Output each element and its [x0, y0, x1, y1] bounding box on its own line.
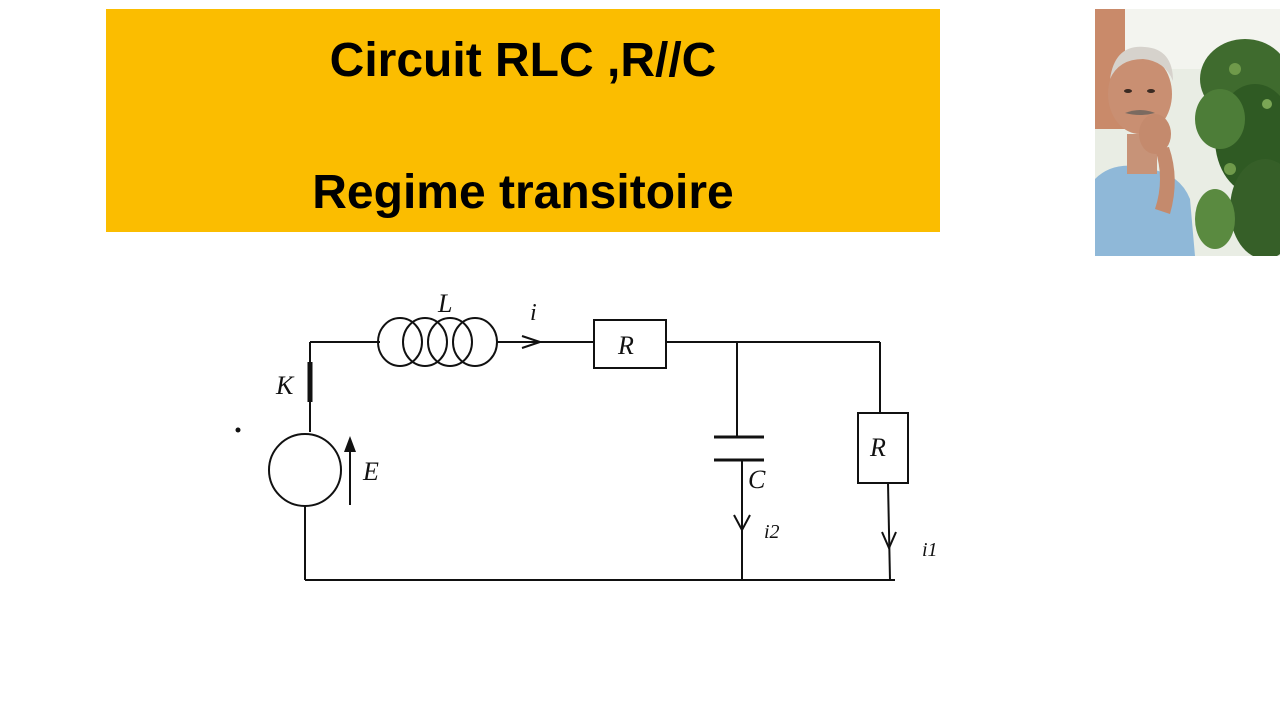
voltage-source-symbol — [268, 433, 342, 507]
label-current-i: i — [530, 300, 537, 326]
current-i-arrow — [521, 335, 544, 349]
resistor-parallel-symbol — [857, 412, 909, 484]
title-line-1: Circuit RLC ,R//C — [329, 34, 717, 87]
title-banner: Circuit RLC ,R//C Regime transitoire — [106, 9, 940, 232]
stray-dot — [235, 427, 241, 433]
label-inductor: L — [437, 289, 452, 318]
source-arrow-head — [344, 436, 356, 452]
label-source: E — [362, 457, 379, 486]
label-resistor-series: R — [617, 331, 634, 360]
presenter-photo — [1095, 9, 1280, 256]
label-current-i1: i1 — [922, 539, 938, 561]
label-switch: K — [275, 371, 295, 400]
label-resistor-parallel: R — [869, 433, 886, 462]
label-current-i2: i2 — [764, 521, 780, 543]
resistor-series-symbol — [593, 319, 667, 369]
current-i1-arrow — [881, 531, 897, 551]
presenter-photo-image — [1095, 9, 1280, 256]
label-capacitor: C — [748, 465, 766, 494]
wire-res-lower — [887, 482, 891, 581]
current-i2-arrow — [733, 514, 751, 533]
inductor-symbol — [377, 317, 498, 367]
title-line-2: Regime transitoire — [312, 166, 734, 219]
